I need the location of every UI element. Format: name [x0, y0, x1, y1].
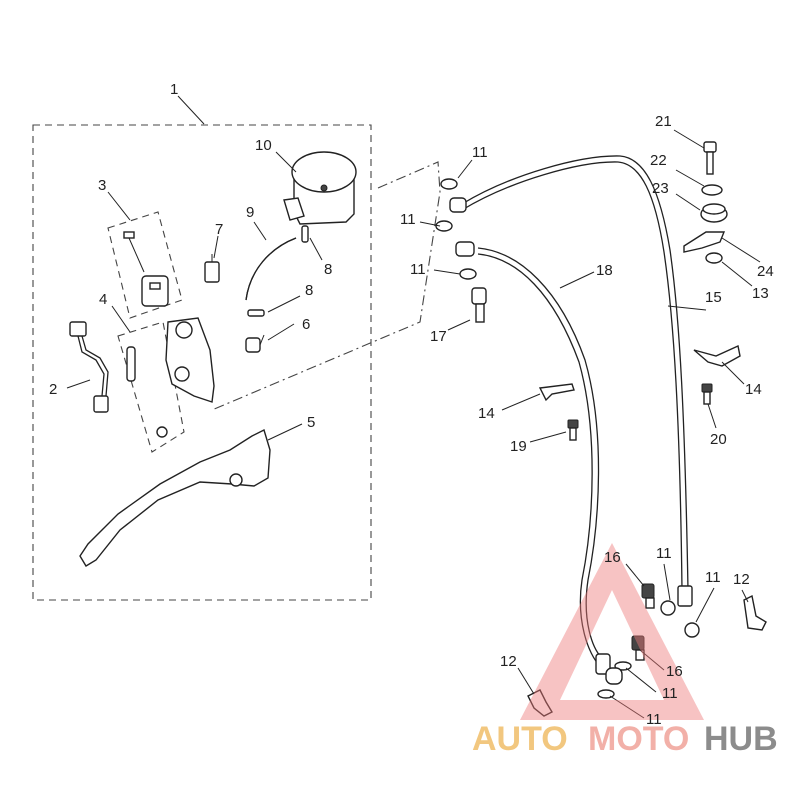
- callout-11-b: 11: [400, 211, 416, 228]
- part-24-bracket: [683, 231, 726, 253]
- hose-18-end-fitting-top: [455, 241, 475, 257]
- part-11-washer-c: [459, 268, 477, 280]
- part-11-washer-e: [684, 622, 700, 638]
- hose-15-end-fitting-top: [449, 197, 467, 213]
- watermark-logo: AUTO MOTO HUB: [472, 543, 778, 758]
- callout-11-a: 11: [472, 144, 488, 161]
- callout-14-b: 14: [745, 381, 762, 398]
- part-11-washer-d: [660, 600, 676, 616]
- part-11-washer-b: [435, 220, 453, 232]
- callout-23: 23: [652, 180, 669, 197]
- callout-18: 18: [596, 262, 613, 279]
- part-16-banjo-bolt-a: [641, 583, 655, 609]
- callout-17: 17: [430, 328, 447, 345]
- part-22-spacer: [701, 184, 723, 196]
- callout-4: 4: [99, 291, 107, 308]
- lever-pivot-hole: [229, 473, 243, 487]
- part-8-clip-a: [247, 309, 265, 317]
- part-9-reservoir-hose: [245, 237, 297, 301]
- part-12-clip-b: [527, 689, 553, 717]
- callout-9: 9: [246, 204, 254, 221]
- part-14-hose-guide-a: [538, 383, 575, 402]
- part-11-washer-a: [440, 178, 458, 190]
- part-18-brake-hose: [477, 247, 605, 661]
- leader-lines: [66, 95, 761, 719]
- callout-3: 3: [98, 177, 106, 194]
- part-7-bleed-nipple: [204, 254, 220, 283]
- watermark-triangle: [520, 543, 704, 720]
- callout-11-c: 11: [410, 261, 426, 278]
- callout-labels: 1 2 3 4 5 6 7 8 8 9 10 11 11 11 11 11 11…: [49, 81, 774, 728]
- callout-19: 19: [510, 438, 527, 455]
- callout-22: 22: [650, 152, 667, 169]
- callout-20: 20: [710, 431, 727, 448]
- callout-15: 15: [705, 289, 722, 306]
- part-2-brake-switch: [69, 321, 109, 413]
- assembly-1-boundary: [32, 124, 372, 601]
- callout-13: 13: [752, 285, 769, 302]
- callout-7: 7: [215, 221, 223, 238]
- part-12-clip-a: [743, 594, 767, 631]
- part-6-banjo-fitting: [245, 334, 265, 353]
- hose-18-end-fitting-bottom: [595, 653, 611, 675]
- callout-11-d: 11: [656, 545, 672, 562]
- part-21-bolt: [703, 141, 717, 175]
- callout-8-b: 8: [324, 261, 332, 278]
- hose-18-banjo-bottom: [605, 667, 623, 685]
- part-15-brake-hose: [461, 155, 689, 591]
- callout-11-f: 11: [662, 685, 678, 702]
- watermark-word-auto: AUTO: [472, 720, 568, 758]
- callout-10: 10: [255, 137, 272, 154]
- part-13-nut: [705, 252, 723, 264]
- subassembly-3-boundary: [107, 211, 183, 319]
- callout-12-a: 12: [733, 571, 750, 588]
- watermark-word-hub: HUB: [704, 720, 778, 758]
- reservoir-group-boundary: [211, 161, 441, 411]
- callout-21: 21: [655, 113, 672, 130]
- part-10-fluid-reservoir: [283, 151, 357, 225]
- part-17-banjo-bolt: [471, 287, 487, 323]
- callout-1: 1: [170, 81, 178, 98]
- callout-16-b: 16: [666, 663, 683, 680]
- watermark-word-moto: MOTO: [588, 720, 689, 758]
- callout-24: 24: [757, 263, 774, 280]
- callout-8-a: 8: [305, 282, 313, 299]
- subassembly-4-boundary: [117, 321, 185, 453]
- callout-5: 5: [307, 414, 315, 431]
- part-8-clip-b: [301, 225, 309, 243]
- part-4-master-cylinder-body: [126, 317, 215, 438]
- callout-12-b: 12: [500, 653, 517, 670]
- callout-2: 2: [49, 381, 57, 398]
- callout-16-a: 16: [604, 549, 621, 566]
- callout-14-a: 14: [478, 405, 495, 422]
- part-20-bolt: [701, 383, 713, 405]
- part-19-bolt: [567, 419, 579, 441]
- part-3-clamp-bolts: [123, 231, 169, 307]
- part-5-brake-lever: [79, 429, 271, 567]
- part-14-hose-guide-b: [693, 344, 741, 367]
- hose-15-end-fitting-bottom: [677, 585, 693, 607]
- callout-6: 6: [302, 316, 310, 333]
- part-23-grommet: [700, 203, 728, 223]
- callout-11-e: 11: [705, 569, 721, 586]
- callout-11-g: 11: [646, 711, 662, 728]
